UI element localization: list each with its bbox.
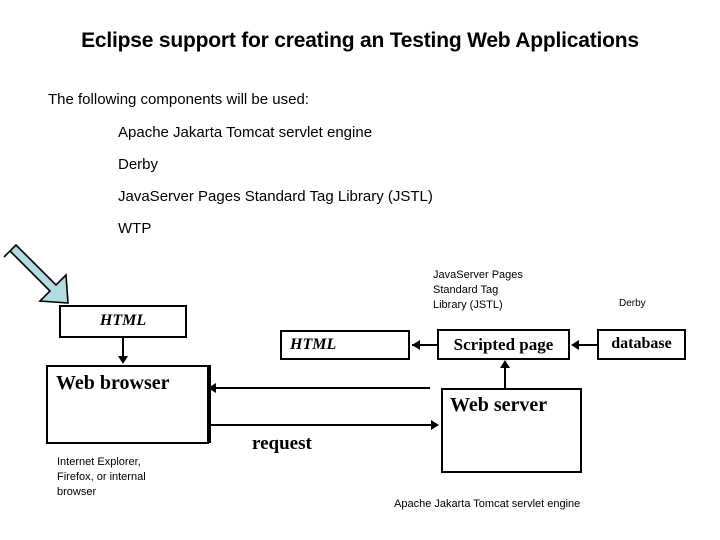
arrowhead-response-to-browser bbox=[208, 383, 216, 393]
box-database-label: database bbox=[611, 335, 672, 352]
arrowhead-database-to-scripted bbox=[571, 340, 579, 350]
box-web-server bbox=[441, 388, 582, 473]
connector-scripted-to-html bbox=[412, 344, 437, 346]
tomcat-caption: Apache Jakarta Tomcat servlet engine bbox=[394, 498, 581, 510]
box-database bbox=[597, 329, 686, 360]
connector-browser-right-stub bbox=[209, 365, 211, 443]
jstl-caption: JavaServer Pages Standard Tag Library (J… bbox=[433, 269, 523, 311]
component-item-0: Apache Jakarta Tomcat servlet engine bbox=[118, 124, 373, 141]
intro-text: The following components will be used: bbox=[48, 91, 309, 108]
component-item-1: Derby bbox=[118, 156, 159, 173]
derby-caption: Derby bbox=[619, 298, 646, 309]
box-scripted-page bbox=[437, 329, 570, 360]
connector-request-line bbox=[209, 424, 433, 426]
box-web-browser bbox=[46, 365, 209, 444]
box-html-response bbox=[280, 330, 410, 360]
arrowhead-request-to-server bbox=[431, 420, 439, 430]
box-scripted-page-label: Scripted page bbox=[453, 335, 554, 354]
box-html-client-label: HTML bbox=[99, 312, 147, 329]
box-html-response-label: HTML bbox=[290, 336, 337, 353]
connector-database-to-scripted bbox=[578, 344, 598, 346]
web-browser-caption: Internet Explorer, Firefox, or internal … bbox=[57, 456, 146, 498]
arrowhead-server-to-scripted bbox=[500, 360, 510, 368]
arrowhead-scripted-to-html bbox=[412, 340, 420, 350]
page-title: Eclipse support for creating an Testing … bbox=[81, 29, 639, 52]
connector-response-line bbox=[216, 387, 430, 389]
request-label: request bbox=[252, 433, 312, 454]
down-right-block-arrow-icon bbox=[3, 243, 69, 304]
connector-server-to-scripted bbox=[504, 368, 506, 390]
connector-html-to-browser bbox=[122, 338, 124, 358]
component-item-2: JavaServer Pages Standard Tag Library (J… bbox=[118, 188, 433, 205]
box-web-browser-label: Web browser bbox=[56, 372, 170, 394]
box-web-server-label: Web server bbox=[450, 394, 548, 416]
arrowhead-html-to-browser bbox=[118, 356, 128, 364]
component-item-3: WTP bbox=[118, 220, 152, 237]
box-html-client bbox=[59, 305, 187, 338]
